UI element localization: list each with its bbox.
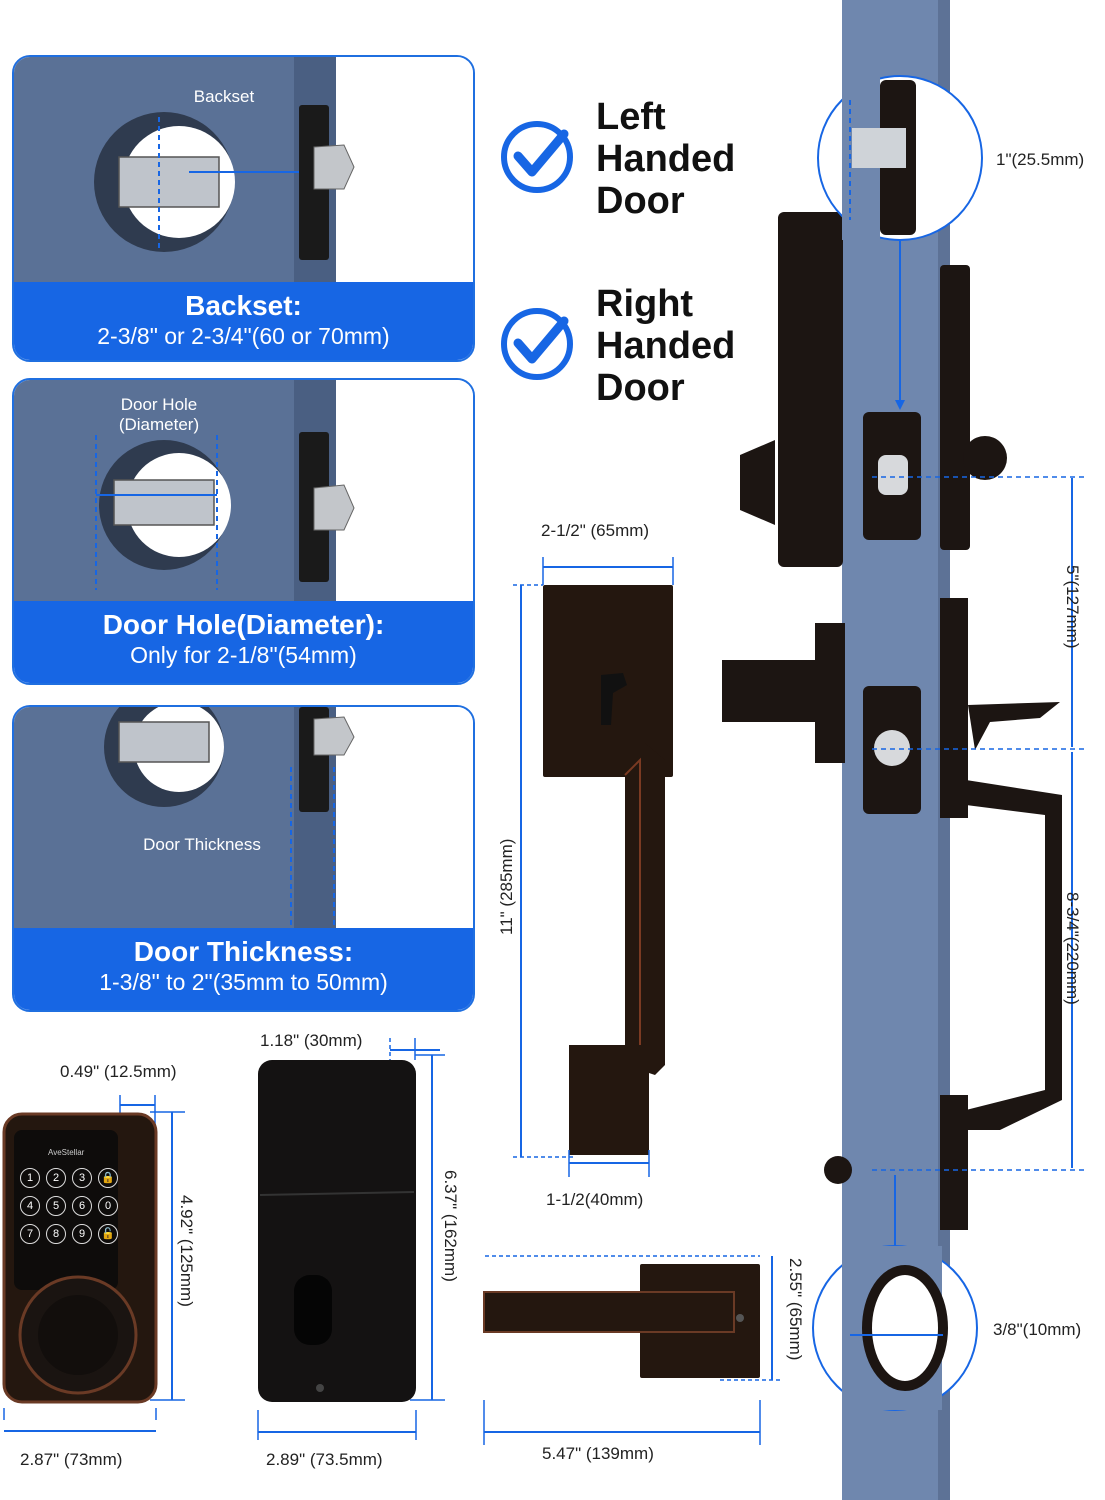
backset-banner: Backset: 2-3/8" or 2-3/4"(60 or 70mm) (14, 282, 473, 360)
door-hole-card: Door Hole (Diameter) Door Hole(Diameter)… (12, 378, 475, 685)
latch-dim-label: 1"(25.5mm) (996, 150, 1085, 169)
right-handed-line2: Handed (596, 325, 736, 367)
handle-height-label: 11" (285mm) (497, 838, 516, 935)
left-handed-line2: Handed (596, 138, 736, 180)
door-thickness-illustration (14, 707, 473, 932)
left-handed-door-label: Left Handed Door (596, 96, 735, 222)
left-handed-line3: Door (596, 180, 685, 222)
keypad-width-dim-line (4, 1430, 156, 1432)
keypad-key[interactable]: 2 (46, 1168, 66, 1188)
keypad-key[interactable]: 3 (72, 1168, 92, 1188)
right-handed-line3: Door (596, 367, 685, 409)
keypad-key[interactable]: 0 (98, 1196, 118, 1216)
lever-illustration (483, 1255, 780, 1445)
spacing2-dim-label: 8-3/4"(220mm) (1063, 892, 1082, 1005)
backset-card: Backset Backset: 2-3/8" or 2-3/4"(60 or … (12, 55, 475, 362)
right-handed-door-label: Right Handed Door (596, 283, 735, 409)
lever-length-label: 5.47" (139mm) (542, 1444, 654, 1463)
spacing1-dim-label: 5"(127mm) (1063, 565, 1082, 649)
lever-height-label: 2.55" (65mm) (786, 1258, 805, 1361)
keypad-height-label: 4.92" (125mm) (177, 1195, 196, 1307)
keypad-brand: AveStellar (48, 1148, 85, 1157)
door-thickness-banner: Door Thickness: 1-3/8" to 2"(35mm to 50m… (14, 928, 473, 1010)
keypad-key[interactable]: 1 (20, 1168, 40, 1188)
handle-top-width-label: 2-1/2" (65mm) (541, 521, 650, 540)
keypad-key[interactable]: 4 (20, 1196, 40, 1216)
door-thickness-card: Door Thickness Door Thickness: 1-3/8" to… (12, 705, 475, 1012)
right-handed-check-icon (501, 308, 573, 380)
right-handed-line1: Right (596, 283, 694, 325)
keypad-key[interactable]: 8 (46, 1224, 66, 1244)
keypad-key[interactable]: 7 (20, 1224, 40, 1244)
backset-illustration (14, 57, 473, 282)
backset-scene-label: Backset (193, 87, 255, 106)
left-handed-line1: Left (596, 96, 666, 138)
keypad-illustration (2, 1095, 185, 1420)
interior-unit-illustration (257, 1038, 445, 1440)
hole-dim-label: 3/8"(10mm) (993, 1320, 1082, 1339)
door-hole-illustration (14, 380, 473, 605)
lock-icon[interactable]: 🔒 (98, 1168, 118, 1188)
keypad-depth-label: 0.49" (12.5mm) (60, 1062, 177, 1081)
door-hole-subtitle: Only for 2-1/8"(54mm) (130, 642, 357, 668)
interior-height-label: 6.37" (162mm) (441, 1170, 460, 1282)
backset-subtitle: 2-3/8" or 2-3/4"(60 or 70mm) (97, 323, 390, 349)
door-hole-banner: Door Hole(Diameter): Only for 2-1/8"(54m… (14, 601, 473, 683)
interior-depth-label: 1.18" (30mm) (260, 1031, 363, 1050)
door-hole-scene-label: Door Hole (Diameter) (118, 395, 200, 434)
door-thickness-scene-label: Door Thickness (143, 835, 261, 854)
keypad-key[interactable]: 6 (72, 1196, 92, 1216)
handle-bottom-width-label: 1-1/2(40mm) (546, 1190, 644, 1209)
backset-title: Backset: (185, 290, 302, 321)
door-edge-illustration (722, 0, 1085, 1500)
handle-illustration (513, 557, 674, 1177)
keypad-key[interactable]: 5 (46, 1196, 66, 1216)
door-thickness-subtitle: 1-3/8" to 2"(35mm to 50mm) (99, 969, 388, 995)
keypad-key[interactable]: 9 (72, 1224, 92, 1244)
door-hole-title: Door Hole(Diameter): (102, 609, 385, 640)
unlock-icon[interactable]: 🔓 (98, 1224, 118, 1244)
interior-width-label: 2.89" (73.5mm) (266, 1450, 383, 1469)
left-handed-check-icon (501, 121, 573, 193)
keypad-grid: 1 2 3 🔒 4 5 6 0 7 8 9 🔓 (20, 1168, 120, 1244)
keypad-width-label: 2.87" (73mm) (20, 1450, 123, 1469)
door-thickness-title: Door Thickness: (133, 936, 354, 967)
